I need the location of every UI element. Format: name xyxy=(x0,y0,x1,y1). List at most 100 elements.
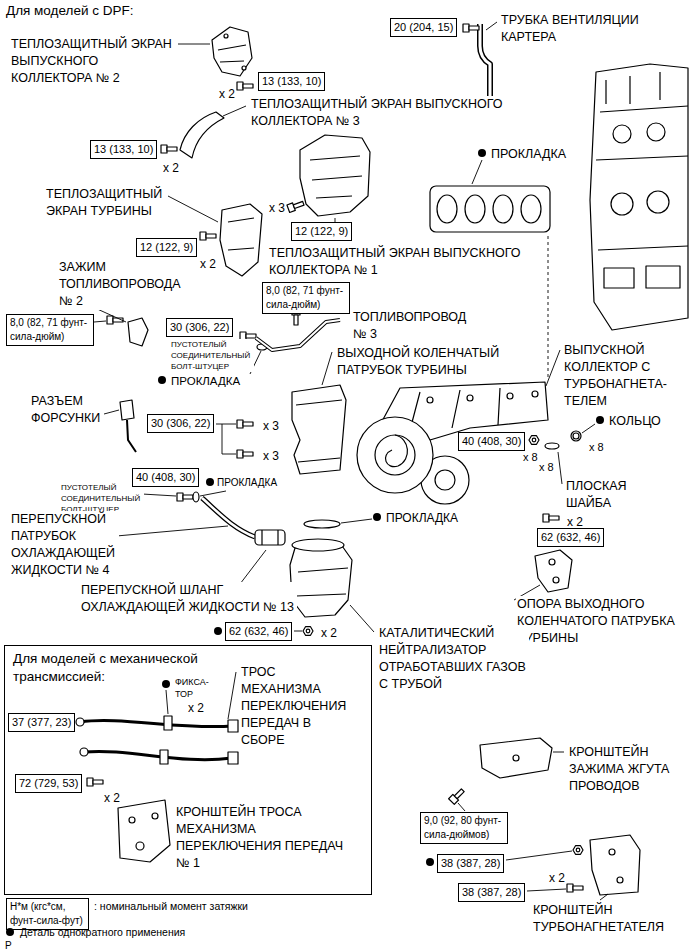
manifold-turbocharger xyxy=(573,433,579,439)
crankcase-vent-tube xyxy=(463,24,479,32)
leader-lines xyxy=(84,22,608,900)
torque-box: 8,0 (82, 71 фунт- сила-дюйм) xyxy=(6,314,94,346)
label-holder: x 2 xyxy=(199,256,217,272)
leader-lines xyxy=(558,452,562,484)
legend-sample-box: Н*м (кгс*см, фунт-сила-фут) xyxy=(6,898,89,930)
label-holder: ПРОКЛАДКА xyxy=(216,476,278,490)
heat-shield-2 xyxy=(212,27,252,76)
torque-value: 40 (408, 30) xyxy=(136,470,195,485)
torque-box: 30 (306, 22) xyxy=(147,414,214,433)
leader-lines xyxy=(294,631,302,632)
leader-lines xyxy=(582,424,595,433)
part-name: ПЛОСКАЯ ШАЙБА xyxy=(565,478,630,512)
torque-box: 62 (632, 46) xyxy=(225,622,292,641)
exhaust-gasket xyxy=(437,195,457,223)
torque-box: 8,0 (82, 71 фунт- сила-дюйм) xyxy=(262,282,350,314)
exhaust-gasket xyxy=(430,186,550,232)
quantity: x 3 xyxy=(262,418,280,434)
engine-block xyxy=(590,64,688,330)
leader-lines xyxy=(216,424,236,454)
torque-value: 8,0 (82, 71 фунт- сила-дюйм) xyxy=(10,316,90,344)
engine-block xyxy=(604,268,634,288)
shift-cable-assembly xyxy=(160,750,168,764)
label-holder: x 2 xyxy=(548,870,566,886)
part-name: ОПОРА ВЫХОДНОГО КОЛЕНЧАТОГО ПАТРУБКА ТУР… xyxy=(516,596,678,647)
shift-cable-assembly xyxy=(228,752,238,764)
torque-value: 62 (632, 46) xyxy=(541,530,600,545)
leader-lines xyxy=(553,752,564,753)
shift-cable-assembly xyxy=(76,716,238,764)
exhaust-gasket xyxy=(521,195,541,223)
torque-value: 8,0 (82, 71 фунт- сила-дюйм) xyxy=(266,284,346,312)
exhaust-gasket xyxy=(493,195,513,223)
manifold-turbocharger xyxy=(357,417,433,493)
torque-box: 72 (729, 53) xyxy=(15,774,82,793)
legend-row: Деталь однократного применения xyxy=(6,925,185,939)
torque-box: 38 (387, 28) xyxy=(458,883,525,902)
exhaust-gasket xyxy=(430,186,550,232)
torque-box: 40 (408, 30) xyxy=(458,432,525,451)
leader-lines xyxy=(548,236,549,380)
manifold-turbocharger xyxy=(435,470,455,490)
part-note: ПУСТОТЕЛЫЙ СОЕДИНИТЕЛЬНЫЙ БОЛТ-ШТУЦЕР xyxy=(170,339,254,372)
turbine-heat-shield xyxy=(200,204,262,276)
label-holder: КОЛЬЦО xyxy=(608,413,662,430)
manifold-turbocharger xyxy=(529,436,539,445)
crankcase-vent-tube xyxy=(480,24,490,102)
label-holder: ТОПЛИВОПРОВОД № 3 xyxy=(352,309,470,343)
heat-shield-2 xyxy=(224,34,228,38)
injector-connector xyxy=(120,400,136,452)
manifold-turbocharger xyxy=(357,382,581,504)
label-holder: ОПОРА ВЫХОДНОГО КОЛЕНЧАТОГО ПАТРУБКА ТУР… xyxy=(516,596,678,647)
heat-shield-1 xyxy=(310,156,362,198)
part-name: ТЕПЛОЗАЩИТНЫЙ ЭКРАН ВЫПУСКНОГО КОЛЛЕКТОР… xyxy=(250,96,506,130)
engine-block xyxy=(611,193,633,215)
turbine-heat-shield xyxy=(200,232,216,240)
quantity: x 2 xyxy=(103,790,121,806)
turbo-bracket xyxy=(567,835,640,895)
elbow-support-bracket xyxy=(543,514,559,522)
leader-lines xyxy=(350,605,374,632)
manifold-turbocharger xyxy=(410,388,500,430)
torque-box: 62 (632, 46) xyxy=(537,528,604,547)
legend-text: : номинальный момент затяжки xyxy=(94,899,248,913)
crankcase-vent-tube xyxy=(480,24,490,102)
legend-text: Деталь однократного применения xyxy=(20,925,185,939)
torque-box: 13 (133, 10) xyxy=(258,72,325,91)
quantity: x 2 xyxy=(320,625,338,641)
label-holder: ПЛОСКАЯ ШАЙБА xyxy=(565,478,630,512)
page-title: Для моделей с DPF: xyxy=(6,2,133,19)
heat-shield-3 xyxy=(161,145,177,153)
fuel-pipe-clamp xyxy=(107,316,148,346)
label-holder: КРОНШТЕЙН ТРОСА МЕХАНИЗМА ПЕРЕКЛЮЧЕНИЯ П… xyxy=(175,804,347,872)
single-use-marks xyxy=(426,858,434,866)
label-holder: ВЫХОДНОЙ КОЛЕНЧАТЫЙ ПАТРУБОК ТУРБИНЫ xyxy=(336,345,503,379)
label-holder: x 3 xyxy=(262,418,280,434)
torque-box: 13 (133, 10) xyxy=(90,140,157,159)
harness-clamp-bracket xyxy=(513,755,519,761)
label-holder: ЗАЖИМ ТОПЛИВОПРОВОДА № 2 xyxy=(58,259,184,310)
torque-value: 20 (204, 15) xyxy=(394,20,453,35)
torque-value: 13 (133, 10) xyxy=(262,74,321,89)
heat-shield-3 xyxy=(180,112,224,158)
part-name: ФИКСА- ТОР xyxy=(174,676,212,700)
catalytic-converter xyxy=(290,520,352,635)
torque-box: 40 (408, 30) xyxy=(132,468,199,487)
part-name: ПРОКЛАДКА xyxy=(385,510,459,526)
parts xyxy=(76,24,688,895)
turbo-outlet-elbow xyxy=(237,450,253,458)
catalytic-converter xyxy=(292,539,344,551)
engine-block xyxy=(646,266,680,288)
leader-lines xyxy=(240,550,266,584)
single-use-marks xyxy=(158,376,166,384)
part-name: ЗАЖИМ ТОПЛИВОПРОВОДА № 2 xyxy=(58,259,184,310)
quantity: x 2 xyxy=(548,870,566,886)
single-use-marks xyxy=(206,478,214,486)
heat-shield-2 xyxy=(218,45,246,62)
leader-lines xyxy=(168,196,218,222)
part-name: ТЕПЛОЗАЩИТНЫЙ ЭКРАН ТУРБИНЫ xyxy=(45,186,166,220)
fuel-pipe xyxy=(240,309,340,350)
label-holder: x 2 xyxy=(218,86,236,102)
coolant-bypass-pipe xyxy=(193,492,199,502)
